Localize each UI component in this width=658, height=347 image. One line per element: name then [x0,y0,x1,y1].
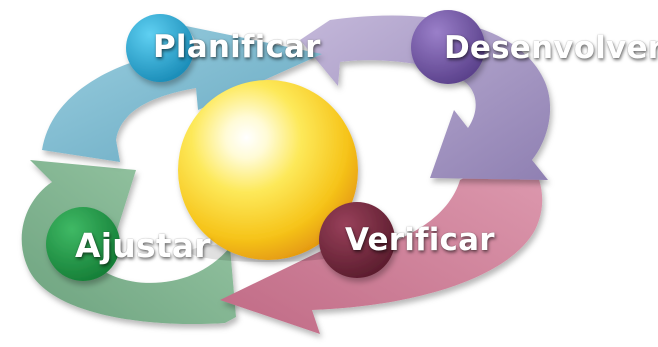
stage-label-act: Ajustar [75,226,211,265]
check-ball [319,202,395,278]
stage-label-plan: Planificar [153,29,321,65]
plan-ball [126,14,194,82]
arrow-act [21,160,237,325]
act-ball [46,207,120,281]
center-sphere [178,80,358,260]
stage-label-check: Verificar [345,222,495,258]
arrow-do [300,15,551,181]
stage-label-do: Desenvolver [444,30,658,66]
do-ball [411,10,485,84]
arrow-plan [42,26,322,162]
arrow-check [220,150,543,334]
